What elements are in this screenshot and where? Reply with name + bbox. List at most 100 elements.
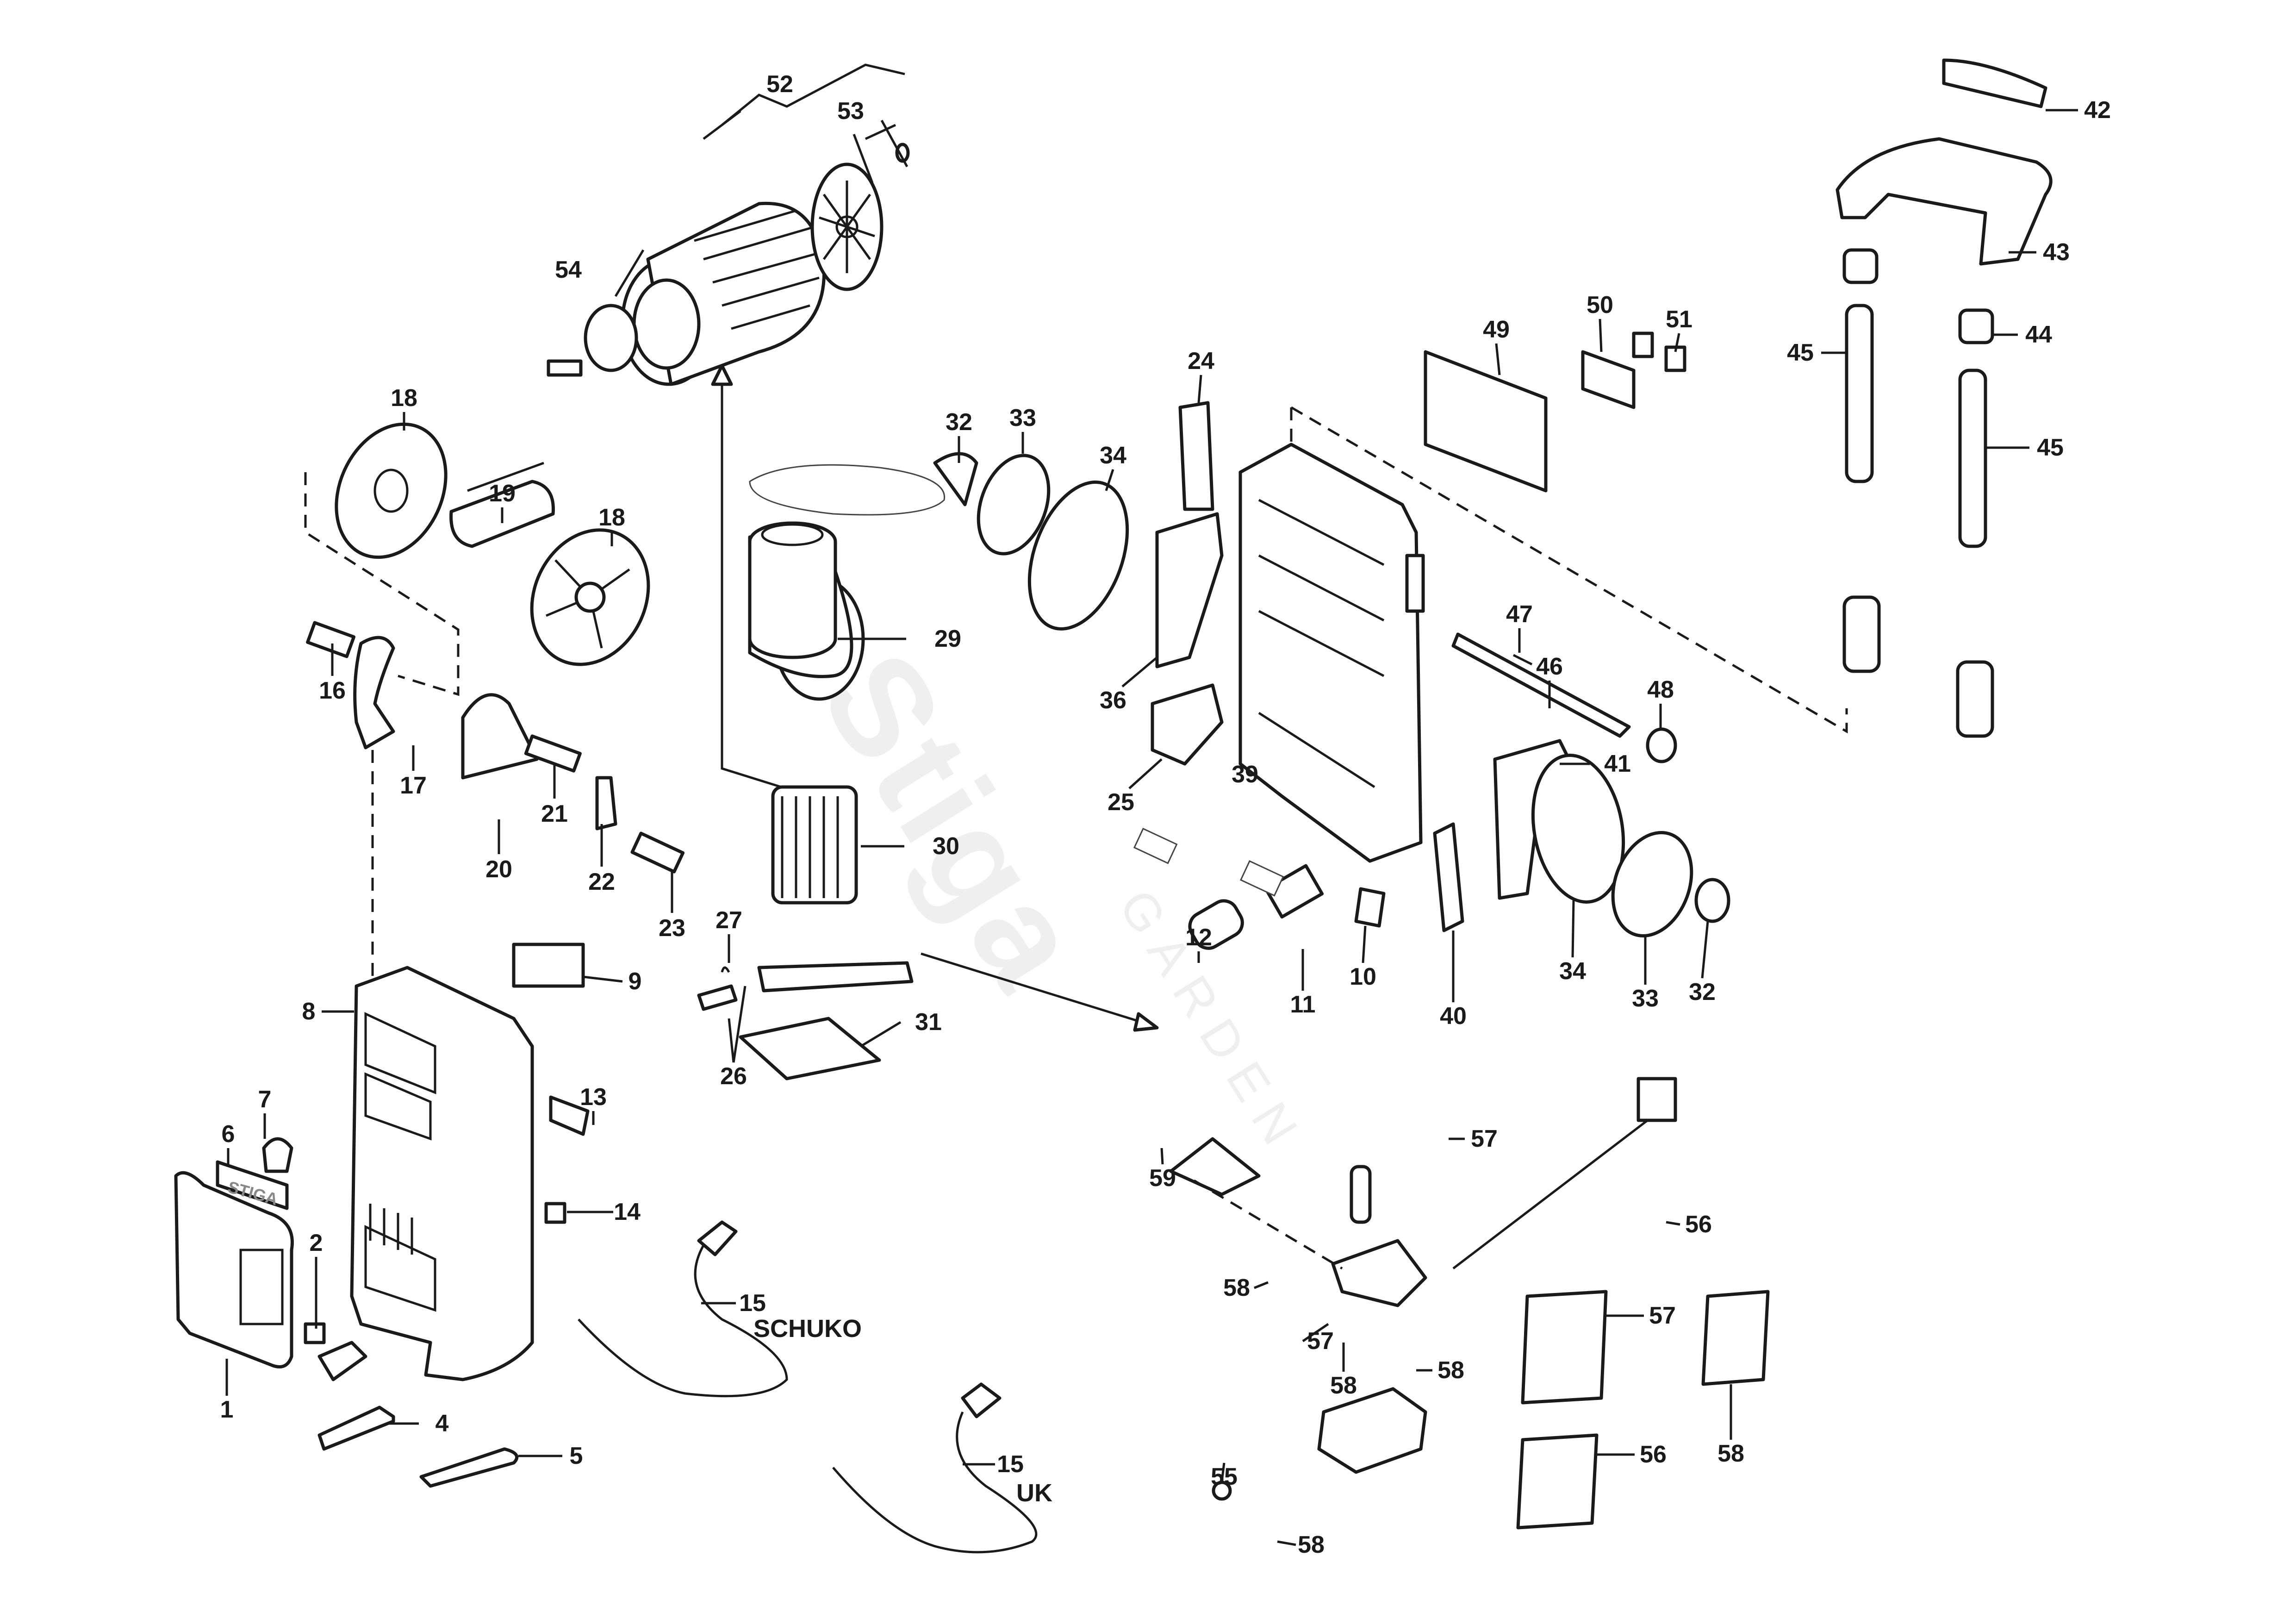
part-housing-8 bbox=[350, 966, 534, 1381]
callout-label-34: 34 bbox=[1559, 958, 1586, 985]
callout-label-47: 47 bbox=[1506, 601, 1533, 628]
callout-label-45: 45 bbox=[2037, 434, 2064, 461]
part-foot-4 bbox=[317, 1405, 395, 1451]
callout-label-33: 33 bbox=[1009, 405, 1036, 431]
variant-label-schuko: SCHUKO bbox=[753, 1315, 862, 1343]
part-piston bbox=[1350, 1165, 1372, 1224]
callout-label-52: 52 bbox=[766, 71, 793, 98]
callout-label-20: 20 bbox=[485, 856, 512, 883]
part-tube-clamp-b bbox=[1956, 660, 1994, 738]
part-motor-stator bbox=[621, 201, 826, 386]
callout-label-40: 40 bbox=[1440, 1003, 1467, 1030]
part-seal-a bbox=[1133, 828, 1178, 864]
callout-label-10: 10 bbox=[1350, 963, 1376, 990]
callout-label-58: 58 bbox=[1330, 1372, 1357, 1399]
part-hose-guide-24 bbox=[1178, 401, 1214, 511]
part-36 bbox=[1155, 512, 1224, 668]
callout-label-30: 30 bbox=[933, 833, 959, 860]
callout-label-18: 18 bbox=[598, 504, 625, 531]
part-grip-42 bbox=[1942, 58, 2047, 108]
part-foot-5 bbox=[419, 1447, 519, 1488]
part-wheel-34a bbox=[1027, 481, 1129, 631]
callout-label-1: 1 bbox=[220, 1396, 234, 1423]
callout-label-58: 58 bbox=[1437, 1357, 1464, 1384]
callout-label-15: 15 bbox=[739, 1290, 766, 1317]
callout-label-45: 45 bbox=[1787, 339, 1814, 366]
callout-label-55: 55 bbox=[1211, 1463, 1238, 1490]
callout-label-44: 44 bbox=[2025, 321, 2052, 348]
part-pump-head bbox=[1331, 1239, 1427, 1307]
part-tube-45b bbox=[1958, 369, 1987, 548]
part-kit-bag-57 bbox=[1521, 1290, 1608, 1405]
callout-label-13: 13 bbox=[580, 1084, 607, 1111]
part-lever-40 bbox=[1433, 822, 1464, 932]
part-filter-29 bbox=[748, 521, 865, 701]
callout-label-58: 58 bbox=[1298, 1531, 1325, 1558]
callout-label-18: 18 bbox=[391, 385, 417, 412]
part-front-cover-1 bbox=[174, 1171, 294, 1368]
part-pump-base bbox=[1317, 1387, 1427, 1474]
callout-label-24: 24 bbox=[1188, 348, 1214, 375]
part-tube-45a bbox=[1845, 304, 1874, 483]
part-10 bbox=[1354, 887, 1386, 928]
callout-label-2: 2 bbox=[309, 1230, 323, 1256]
callout-label-29: 29 bbox=[934, 625, 961, 652]
part-cap-48 bbox=[1646, 727, 1677, 763]
callout-label-57: 57 bbox=[1471, 1125, 1498, 1152]
part-wheel-cover-33a bbox=[977, 454, 1051, 556]
callout-label-32: 32 bbox=[946, 409, 972, 436]
part-clip-2 bbox=[304, 1322, 326, 1344]
callout-label-17: 17 bbox=[400, 772, 427, 799]
callout-label-15: 15 bbox=[997, 1451, 1024, 1478]
part-26 bbox=[697, 984, 738, 1011]
part-spring-47 bbox=[1512, 654, 1533, 666]
callout-label-32: 32 bbox=[1689, 979, 1716, 1006]
part-12 bbox=[1188, 899, 1244, 950]
part-knob-7 bbox=[262, 1137, 293, 1173]
callout-label-4: 4 bbox=[435, 1410, 449, 1437]
part-seal-b bbox=[1239, 860, 1284, 897]
callout-label-48: 48 bbox=[1647, 676, 1674, 703]
part-kit-bag-56 bbox=[1516, 1433, 1599, 1530]
callout-label-33: 33 bbox=[1632, 985, 1659, 1012]
part-pump-motor-30 bbox=[757, 785, 914, 993]
callout-label-5: 5 bbox=[569, 1443, 583, 1469]
callout-label-41: 41 bbox=[1604, 750, 1631, 777]
part-valve-stack bbox=[1452, 1119, 1649, 1269]
part-kit-bag-58 bbox=[1701, 1290, 1770, 1386]
callout-label-7: 7 bbox=[258, 1086, 272, 1113]
callout-label-56: 56 bbox=[1685, 1211, 1712, 1238]
part-hub-cap-32b bbox=[1694, 878, 1730, 923]
callout-label-26: 26 bbox=[720, 1063, 747, 1090]
part-sleeve-44a bbox=[1842, 248, 1879, 284]
variant-label-uk: UK bbox=[1016, 1479, 1052, 1507]
callout-label-58: 58 bbox=[1223, 1274, 1250, 1301]
part-wheel-cover-33b bbox=[1611, 831, 1693, 937]
callout-label-9: 9 bbox=[628, 968, 642, 995]
part-tube-clamp-a bbox=[1842, 595, 1881, 673]
callout-label-6: 6 bbox=[221, 1121, 235, 1148]
part-pressure-switch bbox=[1636, 1077, 1677, 1122]
callout-label-19: 19 bbox=[489, 480, 516, 507]
callout-label-8: 8 bbox=[302, 998, 316, 1025]
part-plug-55 bbox=[1212, 1480, 1232, 1501]
part-rod-46 bbox=[1451, 632, 1631, 738]
part-power-cable-uk bbox=[832, 1382, 1038, 1554]
callout-label-54: 54 bbox=[555, 256, 582, 283]
part-base-31 bbox=[739, 1017, 881, 1081]
callout-label-27: 27 bbox=[716, 907, 742, 934]
callout-label-31: 31 bbox=[915, 1009, 942, 1036]
part-11 bbox=[1264, 864, 1324, 919]
part-13 bbox=[549, 1095, 590, 1136]
part-switch-9 bbox=[512, 943, 585, 988]
callout-label-12: 12 bbox=[1185, 924, 1212, 951]
part-handle-43 bbox=[1836, 137, 2053, 266]
part-59-outlet bbox=[1169, 1137, 1261, 1196]
callout-label-46: 46 bbox=[1536, 653, 1563, 680]
part-27 bbox=[721, 966, 730, 973]
part-16-17 bbox=[306, 621, 395, 750]
part-handle-housing-49 bbox=[1424, 350, 1548, 493]
callout-label-50: 50 bbox=[1587, 292, 1613, 319]
